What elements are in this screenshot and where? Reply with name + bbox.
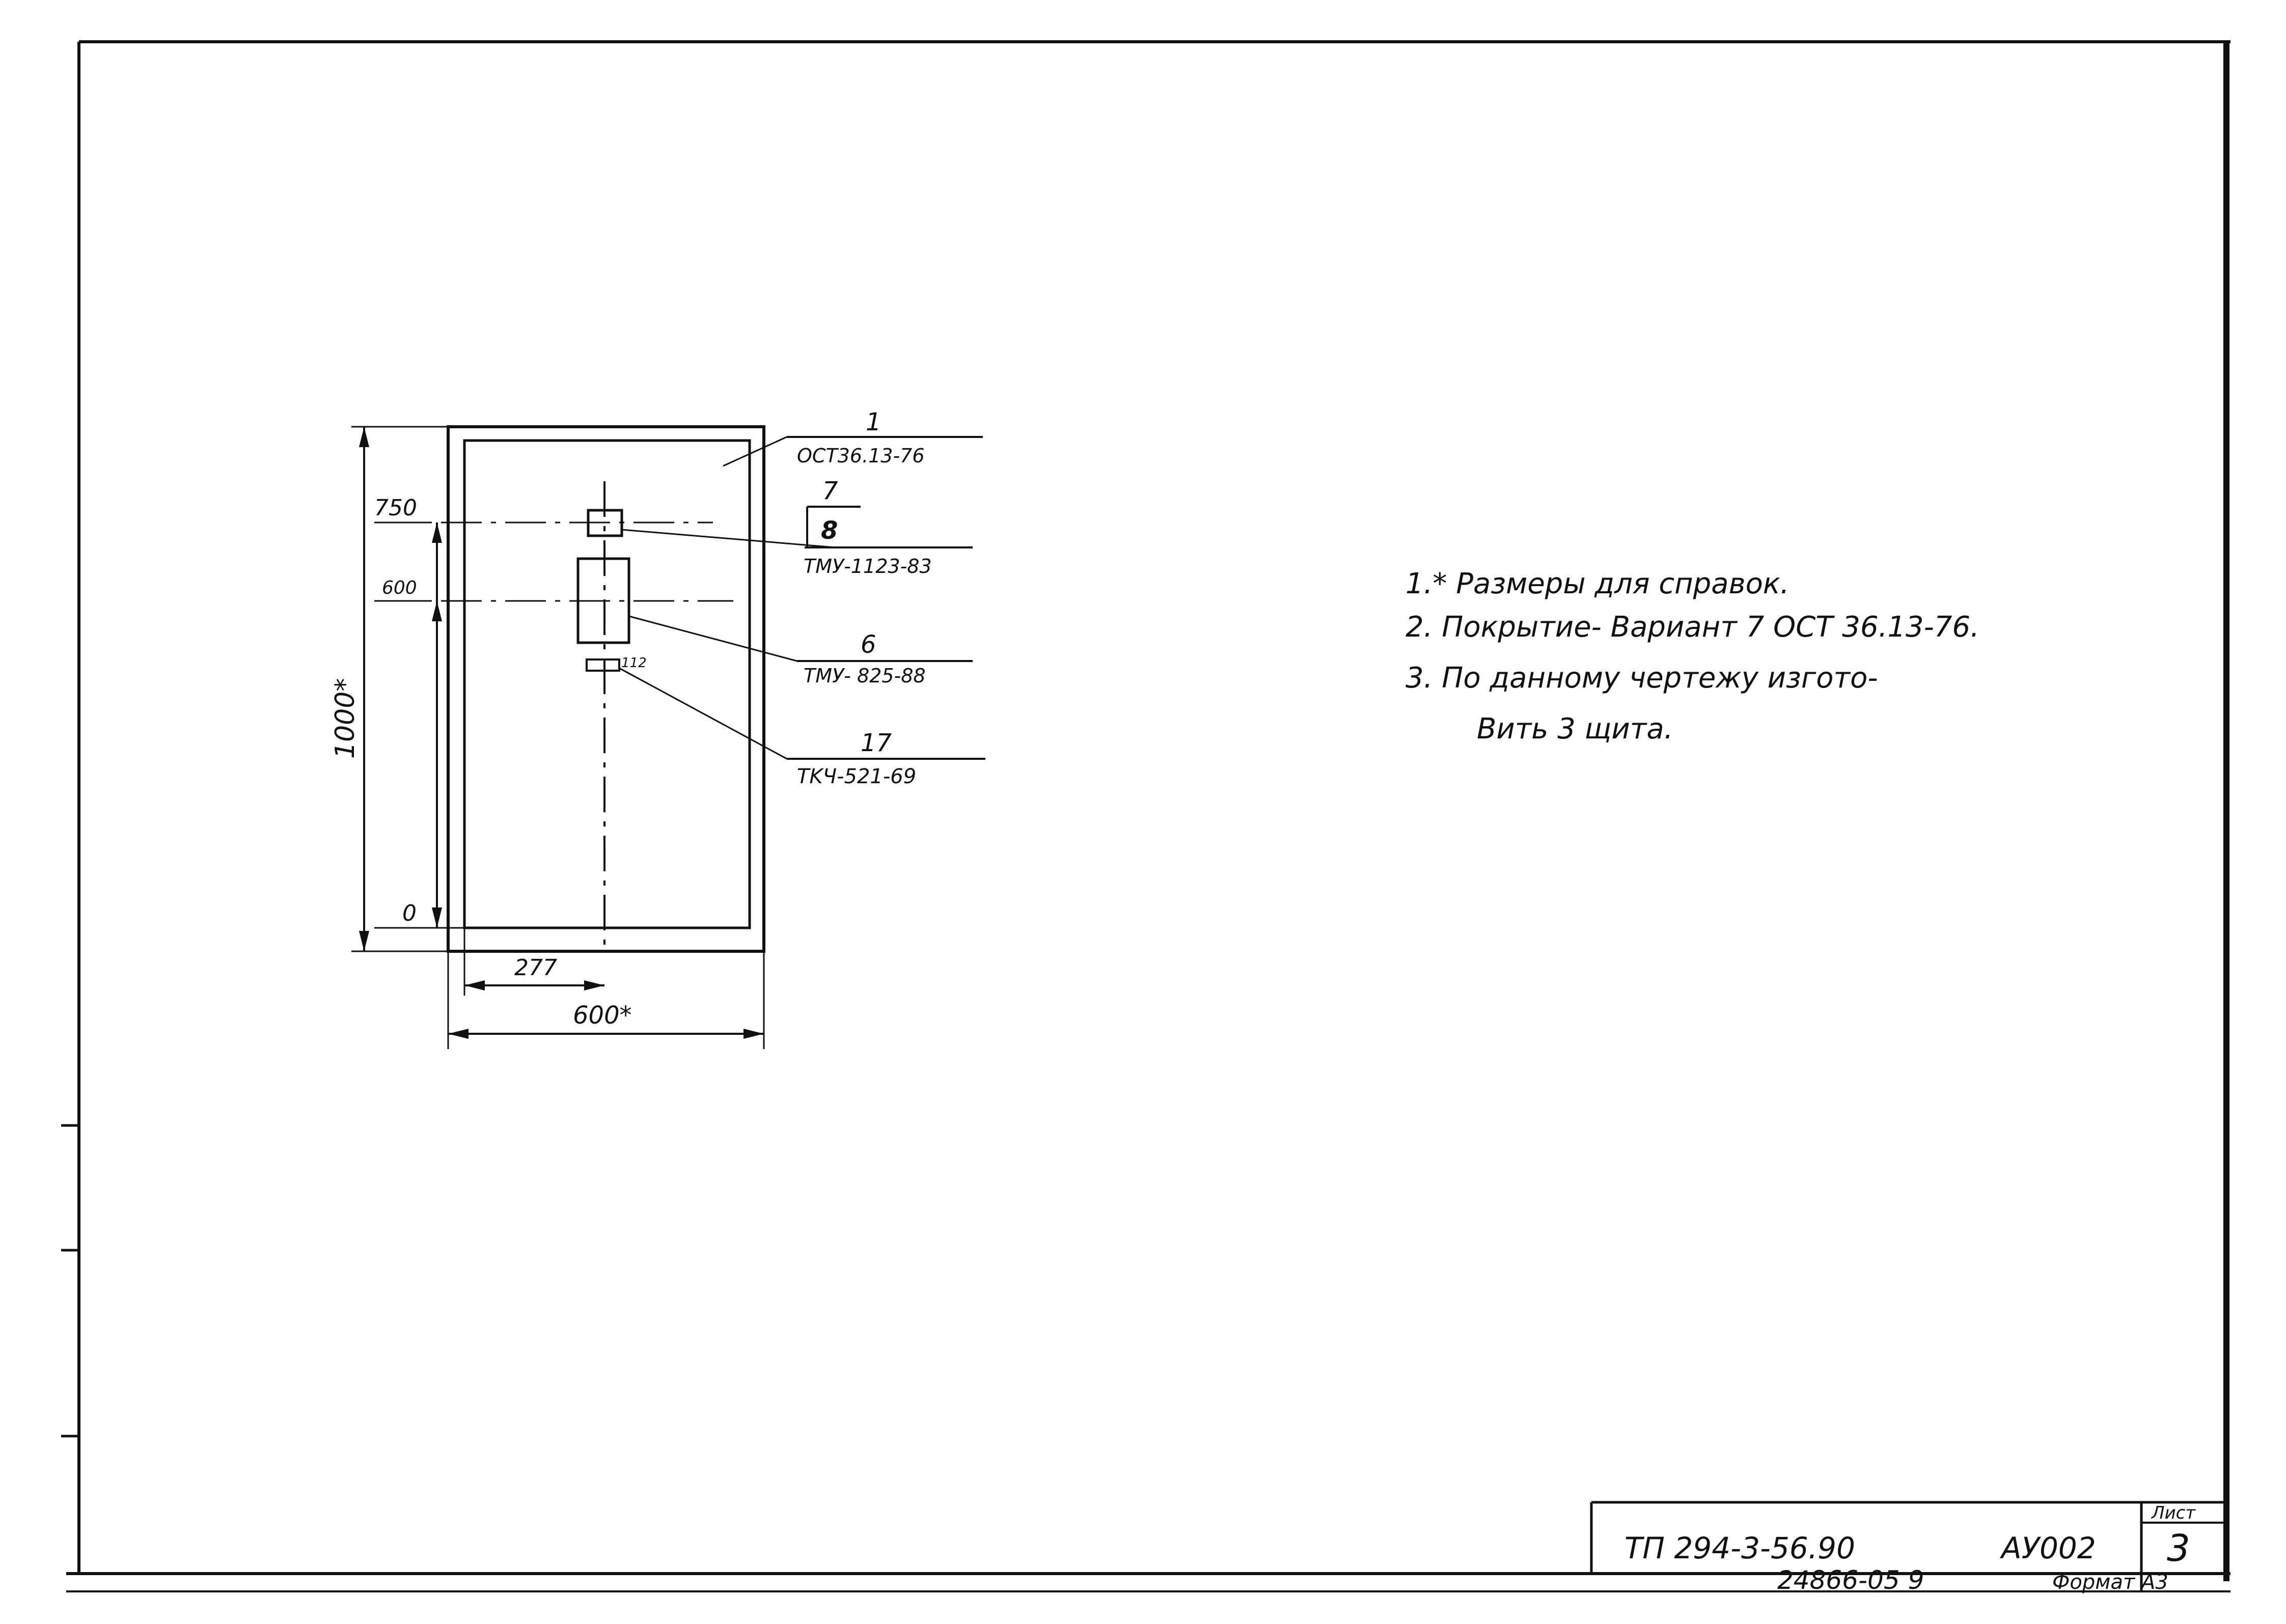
panel-inner-outline xyxy=(463,439,751,929)
note-1: 1.* Размеры для справок. xyxy=(1406,567,1789,600)
dim-112-label: 112 xyxy=(621,655,647,671)
component-pos-6 xyxy=(576,557,630,644)
drawing-frame xyxy=(61,40,2230,1592)
dim-0-label: 0 xyxy=(402,900,417,926)
note-3-cont: Вить 3 щита. xyxy=(1477,712,1673,746)
height-dimension: 1000* xyxy=(330,426,448,952)
dim-600-label: 600 xyxy=(382,577,417,598)
component-pos-7 xyxy=(587,509,623,537)
note-2: 2. Покрытие- Вариант 7 ОСТ 36.13-76. xyxy=(1406,611,1979,644)
balloon-7-qty: 8 xyxy=(821,516,838,545)
dim-600-width-label: 600* xyxy=(573,1001,632,1030)
sheet-format: Формат А3 xyxy=(2052,1571,2168,1594)
title-block: ТП 294-3-56.90 АУ002 Лист 3 24866-05 9 Ф… xyxy=(1590,1501,2226,1595)
notes-block: 1.* Размеры для справок. 2. Покрытие- Ва… xyxy=(1406,567,1979,746)
offset-dimension: 277 xyxy=(463,928,604,996)
balloon-7-doc: TMУ-1123-83 xyxy=(804,555,932,577)
sheet-label: Лист xyxy=(2151,1503,2196,1523)
dim-277-label: 277 xyxy=(514,955,557,981)
sheet-number: 3 xyxy=(2167,1527,2190,1570)
balloon-1-doc: OCT36.13-76 xyxy=(797,445,925,467)
panel-drawing: 112 1 OCT36.13-76 7 8 TMУ-1123-83 6 TMУ-… xyxy=(330,408,985,1049)
balloon-7-pos: 7 xyxy=(822,477,838,505)
balloon-1-pos: 1 xyxy=(866,408,882,436)
doc-number: ТП 294-3-56.90 xyxy=(1624,1531,1855,1565)
drawing-code: АУ002 xyxy=(1999,1531,2096,1565)
component-pos-17 xyxy=(586,658,620,672)
panel-outer-outline xyxy=(447,425,765,953)
dim-1000-label: 1000* xyxy=(330,678,361,759)
balloon-17-doc: TKЧ-521-69 xyxy=(797,765,916,788)
archive-number: 24866-05 9 xyxy=(1777,1565,1924,1595)
width-dimension: 600* xyxy=(447,951,765,1049)
balloon-6-doc: TMУ- 825-88 xyxy=(804,665,926,687)
level-dimension xyxy=(374,521,442,929)
note-3: 3. По данному чертежу изгото- xyxy=(1406,662,1878,695)
balloon-17-pos: 17 xyxy=(861,729,892,757)
balloon-6-pos: 6 xyxy=(861,630,876,659)
leader-lines xyxy=(619,436,985,760)
dim-750-label: 750 xyxy=(374,495,417,521)
